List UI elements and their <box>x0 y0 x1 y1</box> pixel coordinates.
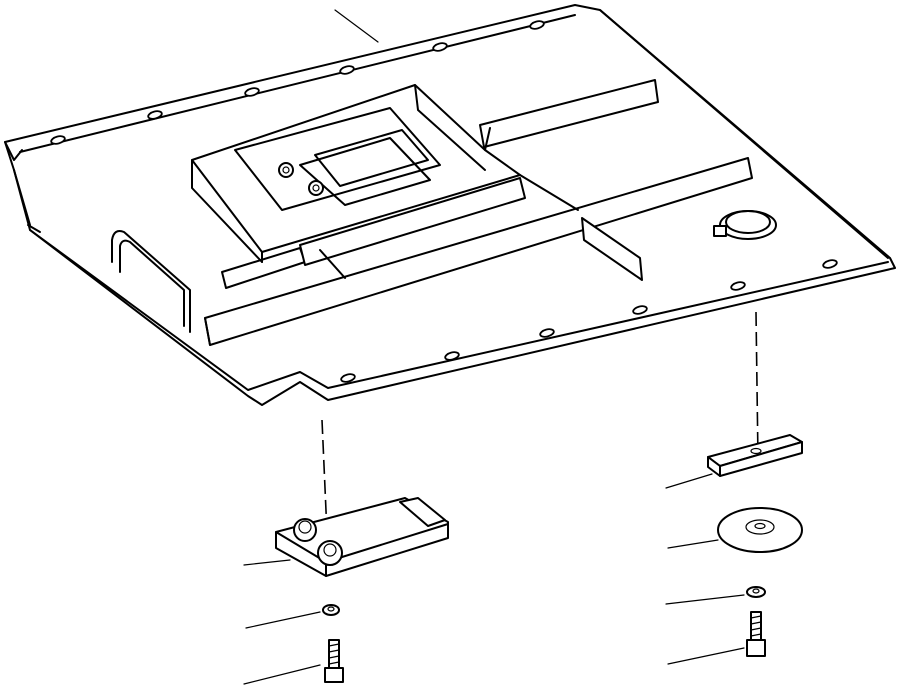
frame-nuts <box>278 162 324 196</box>
leader-line-left-washer <box>245 611 321 629</box>
leader-line-disc <box>667 539 719 549</box>
leader-line-bracket <box>243 559 291 566</box>
right-pad <box>707 434 803 477</box>
leader-line-plate <box>334 9 379 43</box>
mounting-slots <box>50 20 838 383</box>
right-bolt <box>746 611 766 657</box>
cable-grommet <box>713 210 777 240</box>
leader-line-right-washer <box>665 594 745 605</box>
leader-line-left-bolt <box>243 664 321 685</box>
u-handle <box>111 230 191 333</box>
leader-line-pad <box>665 473 713 489</box>
right-disc <box>717 507 803 553</box>
left-lock-washer <box>322 604 340 616</box>
left-bracket <box>275 497 449 577</box>
left-bolt <box>324 639 344 683</box>
leader-line-right-bolt <box>667 647 745 665</box>
right-lock-washer <box>746 586 766 598</box>
frame-rails <box>191 79 753 346</box>
centerline-right <box>755 311 759 461</box>
